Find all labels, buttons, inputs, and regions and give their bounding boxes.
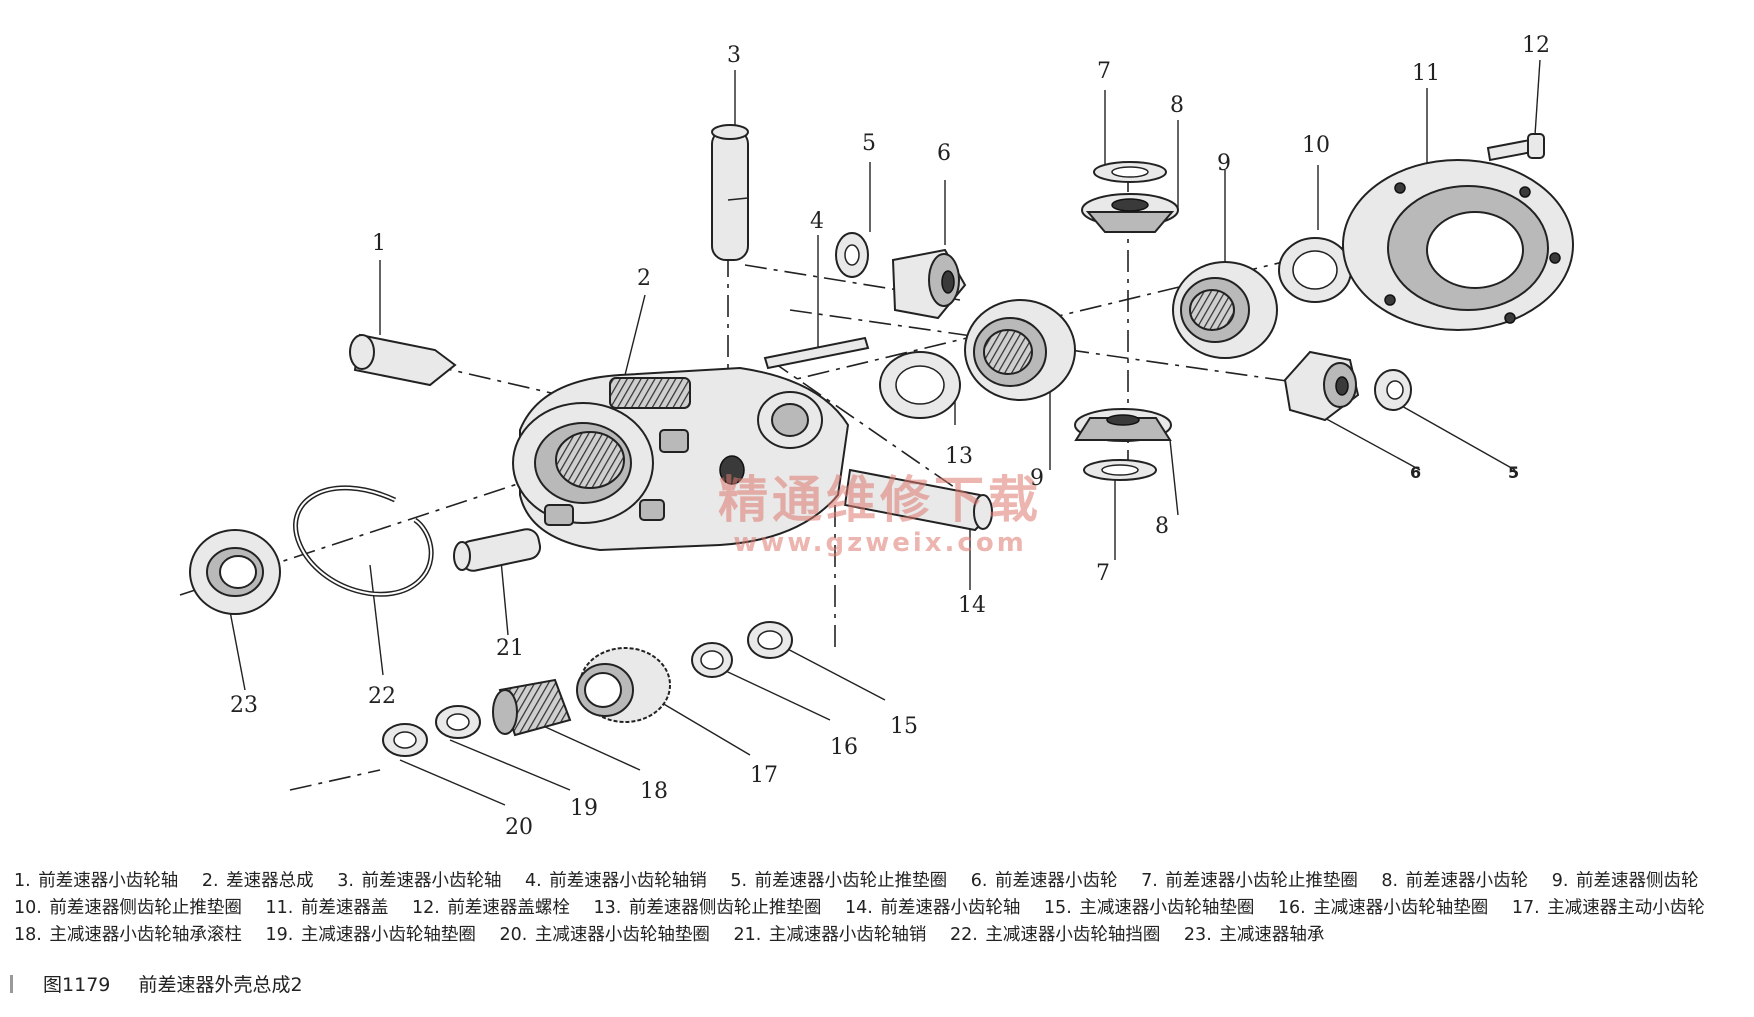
exploded-diagram: 1 2 3 4 5 6 7 8 9 10 11 12 13 14 15 16 1…: [179, 33, 1574, 840]
callout-7-top: 7: [1097, 59, 1111, 84]
part-snap-ring: [293, 485, 434, 597]
part-washer-10: [1278, 237, 1352, 303]
legend-item: 4. 前差速器小齿轮轴销: [525, 871, 707, 891]
callout-8-top: 8: [1170, 93, 1184, 118]
part-washer-5-right: [1374, 369, 1412, 411]
legend-item: 12. 前差速器盖螺栓: [411, 898, 570, 918]
part-roller-bearing: [492, 678, 572, 737]
part-pinion-gear-6-right: [1283, 350, 1360, 422]
part-pinion-gear-6-left: [891, 248, 967, 320]
legend-item: 9. 前差速器侧齿轮: [1551, 871, 1699, 891]
part-pinion-shaft-vertical: [711, 124, 749, 261]
legend-item: 16. 主减速器小齿轮轴垫圈: [1277, 898, 1489, 918]
part-pinion-gear-8-bottom: [1074, 408, 1172, 442]
legend-item: 21. 主减速器小齿轮轴销: [733, 925, 927, 945]
callout-14: 14: [958, 593, 986, 618]
part-washer-13: [879, 351, 961, 419]
callout-20: 20: [505, 815, 533, 840]
legend-item: 3. 前差速器小齿轮轴: [337, 871, 502, 891]
part-washer-7-bottom: [1083, 459, 1157, 481]
legend-item: 2. 差速器总成: [201, 871, 314, 891]
part-cover-bolt: [1486, 133, 1545, 162]
legend-item: 8. 前差速器小齿轮: [1381, 871, 1529, 891]
part-side-gear-9-left: [964, 299, 1076, 401]
legend-item: 10. 前差速器侧齿轮止推垫圈: [14, 898, 242, 918]
legend-item: 6. 前差速器小齿轮: [970, 871, 1118, 891]
callout-23: 23: [230, 693, 258, 718]
part-pinion-shaft-14: [843, 468, 993, 532]
callout-5-right: 5: [1508, 463, 1519, 482]
callout-19: 19: [570, 796, 598, 821]
callout-22: 22: [368, 684, 396, 709]
parts-legend: 1. 前差速器小齿轮轴 2. 差速器总成 3. 前差速器小齿轮轴 4. 前差速器…: [14, 868, 1742, 949]
callout-13: 13: [945, 444, 973, 469]
legend-item: 13. 前差速器侧齿轮止推垫圈: [593, 898, 822, 918]
callout-7-bottom: 7: [1096, 561, 1110, 586]
callout-15: 15: [890, 714, 918, 739]
figure-number: 图1179: [43, 974, 111, 996]
part-washer-16: [691, 642, 733, 678]
legend-item: 23. 主减速器轴承: [1183, 925, 1325, 945]
callout-9-right: 9: [1217, 151, 1231, 176]
legend-item: 20. 主减速器小齿轮轴垫圈: [499, 925, 710, 945]
callout-2: 2: [637, 266, 651, 291]
figure-caption: 图1179 前差速器外壳总成2: [10, 970, 303, 997]
callout-4: 4: [810, 209, 824, 234]
callout-labels: 1 2 3 4 5 6 7 8 9 10 11 12 13 14 15 16 1…: [230, 33, 1550, 840]
part-side-gear-9-right: [1172, 261, 1278, 359]
legend-item: 7. 前差速器小齿轮止推垫圈: [1141, 871, 1358, 891]
callout-9-left: 9: [1030, 466, 1044, 491]
part-pin: [763, 336, 870, 370]
part-pinion-shaft-1: [349, 333, 457, 387]
part-washer-7-top: [1093, 161, 1167, 183]
legend-item: 15. 主减速器小齿轮轴垫圈: [1043, 898, 1255, 918]
legend-item: 5. 前差速器小齿轮止推垫圈: [730, 871, 948, 891]
callout-1: 1: [372, 231, 386, 256]
part-pinion-gear-8-top: [1081, 193, 1179, 233]
callout-18: 18: [640, 779, 668, 804]
callout-10: 10: [1302, 133, 1330, 158]
legend-item: 19. 主减速器小齿轮轴垫圈: [265, 925, 476, 945]
part-bearing: [189, 529, 281, 615]
callout-5: 5: [862, 131, 876, 156]
leader-lines: [224, 59, 1541, 806]
part-differential-cover: [1342, 159, 1574, 331]
legend-item: 17. 主减速器主动小齿轮: [1511, 898, 1705, 918]
callout-6-right: 6: [1410, 463, 1421, 482]
callout-21: 21: [496, 636, 524, 661]
part-drive-pinion: [576, 647, 671, 723]
part-differential-case: [512, 366, 850, 552]
legend-item: 18. 主减速器小齿轮轴承滚柱: [14, 925, 242, 945]
part-pin-21: [453, 528, 542, 572]
callout-8-bottom: 8: [1155, 514, 1169, 539]
part-washer-20: [382, 723, 428, 757]
callout-3: 3: [727, 43, 741, 68]
part-washer-19: [435, 705, 481, 739]
callout-16: 16: [830, 735, 858, 760]
callout-11: 11: [1412, 61, 1440, 86]
legend-item: 14. 前差速器小齿轮轴: [844, 898, 1021, 918]
callout-17: 17: [750, 763, 778, 788]
callout-12: 12: [1522, 33, 1550, 58]
part-washer-5-left: [835, 232, 869, 278]
legend-item: 22. 主减速器小齿轮轴挡圈: [949, 925, 1161, 945]
legend-item: 1. 前差速器小齿轮轴: [14, 871, 179, 891]
legend-item: 11. 前差速器盖: [265, 898, 389, 918]
figure-title: 前差速器外壳总成2: [138, 974, 303, 996]
part-washer-15: [747, 621, 793, 659]
caption-bar: [10, 975, 13, 993]
callout-6: 6: [937, 141, 951, 166]
